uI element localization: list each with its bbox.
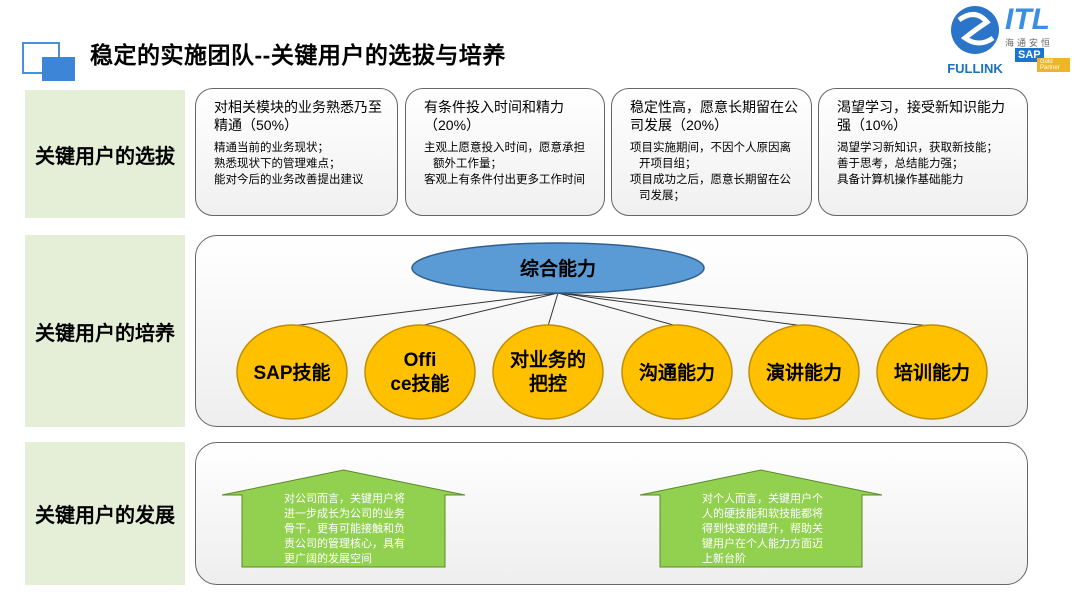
criteria-bullet: 熟悉现状下的管理难点； xyxy=(214,158,341,170)
connector-line xyxy=(557,292,933,327)
skill-circle xyxy=(492,324,604,420)
criteria-card: 稳定性高，愿意长期留在公司发展（20%） 项目实施期间，不因个人原因离开项目组； 项… xyxy=(611,88,812,216)
house-arrow-shape xyxy=(221,469,466,568)
criteria-bullet: 主观上愿意投入时间，愿意承担额外工作量； xyxy=(424,142,585,170)
development-text: 对个人而言，关键用户个人的硬技能和软技能都将得到快速的提升，帮助关键用户在个人能… xyxy=(702,493,823,565)
criteria-card: 有条件投入时间和精力（20%） 主观上愿意投入时间，愿意承担额外工作量； 客观上有条… xyxy=(405,88,605,216)
row-label-development: 关键用户的发展 xyxy=(25,442,185,585)
skill-label: 培训能力 xyxy=(894,361,970,384)
root-ellipse xyxy=(411,242,705,294)
criteria-heading: 有条件投入时间和精力（20%） xyxy=(424,99,564,133)
skill-circle xyxy=(876,324,988,420)
itl-logo: ITL 海通安恒 xyxy=(1005,3,1054,49)
criteria-heading: 对相关模块的业务熟悉乃至精通（50%） xyxy=(214,99,382,133)
skill-label: 把控 xyxy=(529,372,567,395)
criteria-bullet: 项目成功之后，愿意长期留在公司发展； xyxy=(630,174,791,202)
title-decor-square-filled xyxy=(42,57,75,81)
criteria-bullet: 客观上有条件付出更多工作时间 xyxy=(424,174,585,186)
connector-line xyxy=(291,292,559,327)
connector-line xyxy=(419,292,559,327)
skill-label: Offi xyxy=(404,350,437,371)
connector-line xyxy=(557,292,805,327)
criteria-bullet: 善于思考，总结能力强； xyxy=(837,158,964,170)
criteria-heading: 渴望学习，接受新知识能力强（10%） xyxy=(837,99,1005,133)
criteria-bullet: 精通当前的业务现状； xyxy=(214,142,329,154)
skill-circle xyxy=(364,324,476,420)
criteria-heading: 稳定性高，愿意长期留在公司发展（20%） xyxy=(630,99,798,133)
skill-circle xyxy=(621,324,733,420)
skill-label: SAP技能 xyxy=(253,361,330,384)
skill-circle xyxy=(236,324,348,420)
row-label-training: 关键用户的培养 xyxy=(25,235,185,427)
skill-label: ce技能 xyxy=(390,372,449,395)
page-title: 稳定的实施团队--关键用户的选拔与培养 xyxy=(90,42,506,68)
criteria-card: 对相关模块的业务熟悉乃至精通（50%） 精通当前的业务现状； 熟悉现状下的管理难点；… xyxy=(195,88,398,216)
skill-label: 演讲能力 xyxy=(766,361,842,384)
row-label-selection: 关键用户的选拔 xyxy=(25,90,185,218)
root-label: 综合能力 xyxy=(520,257,596,280)
fullink-logo: FULLINK xyxy=(935,4,1015,76)
connector-line xyxy=(547,292,559,327)
sap-gold-partner-logo: SAP Gold Partner xyxy=(1015,48,1070,72)
skill-circle xyxy=(748,324,860,420)
criteria-card: 渴望学习，接受新知识能力强（10%） 渴望学习新知识，获取新技能； 善于思考，总结能… xyxy=(818,88,1028,216)
skill-label: 沟通能力 xyxy=(639,361,715,384)
skill-label: 对业务的 xyxy=(510,348,586,371)
development-text: 对公司而言，关键用户将进一步成长为公司的业务骨干，更有可能接触和负责公司的管理核… xyxy=(284,493,405,565)
criteria-bullet: 具备计算机操作基础能力 xyxy=(837,174,964,186)
criteria-bullet: 项目实施期间，不因个人原因离开项目组； xyxy=(630,142,791,170)
criteria-bullet: 能对今后的业务改善提出建议 xyxy=(214,174,364,186)
house-arrow-shape xyxy=(639,469,883,568)
fullink-logo-icon xyxy=(951,6,999,54)
connector-line xyxy=(557,292,678,327)
criteria-bullet: 渴望学习新知识，获取新技能； xyxy=(837,142,998,154)
